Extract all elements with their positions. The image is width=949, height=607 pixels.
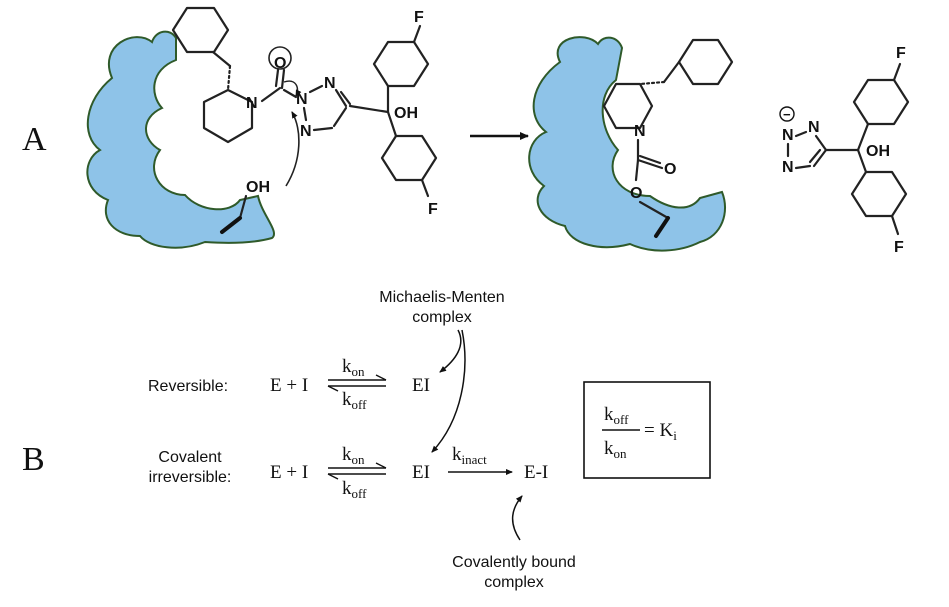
atom-f-bottom-left: F xyxy=(428,201,438,218)
fluorophenyl-ring-bottom-left xyxy=(380,134,438,182)
atom-n2-leaving: N xyxy=(808,119,820,136)
anion-charge: − xyxy=(783,107,791,122)
atom-f-bottom-leaving: F xyxy=(894,239,904,256)
ei-complex-covalent: EI xyxy=(412,462,430,483)
ser-wedge-bond-right xyxy=(654,216,670,238)
reactants-covalent: E + I xyxy=(270,462,308,483)
atom-o-carbonyl-right: O xyxy=(664,161,676,178)
piperidine-ring-right xyxy=(602,82,654,130)
ei-covalent-product: E-I xyxy=(524,462,548,483)
koff-label-reversible: koff xyxy=(342,389,367,412)
fluorophenyl-ring-bottom-leaving xyxy=(850,170,908,218)
enzyme-pocket-left xyxy=(86,30,275,249)
reversible-label: Reversible: xyxy=(148,378,228,395)
ki-denominator: kon xyxy=(604,438,627,461)
anion-charge-circle xyxy=(779,106,795,122)
reactants-reversible: E + I xyxy=(270,375,308,396)
ki-numerator: koff xyxy=(604,404,629,427)
panel-label-b: B xyxy=(22,441,45,478)
mm-complex-label-line1: Michaelis-Menten xyxy=(379,289,504,306)
atom-n-piperidine-right: N xyxy=(634,123,646,140)
ser-wedge-bond xyxy=(220,216,242,234)
benzene-ring-right xyxy=(677,38,734,86)
atom-n2-left: N xyxy=(324,75,336,92)
fluorophenyl-ring-top-leaving xyxy=(852,78,910,126)
enzyme-pocket-right xyxy=(528,36,726,252)
mm-arrow-to-covalent xyxy=(431,329,466,453)
atom-n3-left: N xyxy=(300,123,312,140)
atom-f-top-left: F xyxy=(414,9,424,26)
cb-complex-label-line2: complex xyxy=(484,574,544,591)
covalent-label-line2: irreversible: xyxy=(149,469,232,486)
kon-label-covalent: kon xyxy=(342,444,365,467)
mm-arrow-to-reversible xyxy=(439,329,462,373)
atom-n-piperidine-left: N xyxy=(246,95,258,112)
ei-complex-reversible: EI xyxy=(412,375,430,396)
lone-pair-circle xyxy=(268,46,292,70)
attack-arrow xyxy=(285,111,300,187)
cb-complex-label-line1: Covalently bound xyxy=(452,554,576,571)
atom-oh-left: OH xyxy=(394,105,418,122)
covalent-label-line1: Covalent xyxy=(158,449,222,466)
ki-equation-box xyxy=(583,381,711,479)
cb-arrow xyxy=(511,495,523,541)
koff-label-covalent: koff xyxy=(342,478,367,501)
piperidine-ring-left xyxy=(202,88,254,144)
atom-n1-leaving: N xyxy=(782,127,794,144)
atom-oh-leaving: OH xyxy=(866,143,890,160)
atom-n3-leaving: N xyxy=(782,159,794,176)
kon-label-reversible: kon xyxy=(342,356,365,379)
atom-f-top-leaving: F xyxy=(896,45,906,62)
atom-o-ester-right: O xyxy=(630,185,642,202)
fluorophenyl-ring-top-left xyxy=(372,40,430,88)
ki-result: = Ki xyxy=(644,420,677,443)
atom-oh-nucleophile: OH xyxy=(246,179,270,196)
electron-push-arrow xyxy=(283,80,302,97)
atom-n1-left: N xyxy=(296,91,308,108)
mm-complex-label-line2: complex xyxy=(412,309,472,326)
kinact-label: kinact xyxy=(452,444,487,467)
benzene-ring-left xyxy=(171,6,230,54)
panel-label-a: A xyxy=(22,121,47,158)
